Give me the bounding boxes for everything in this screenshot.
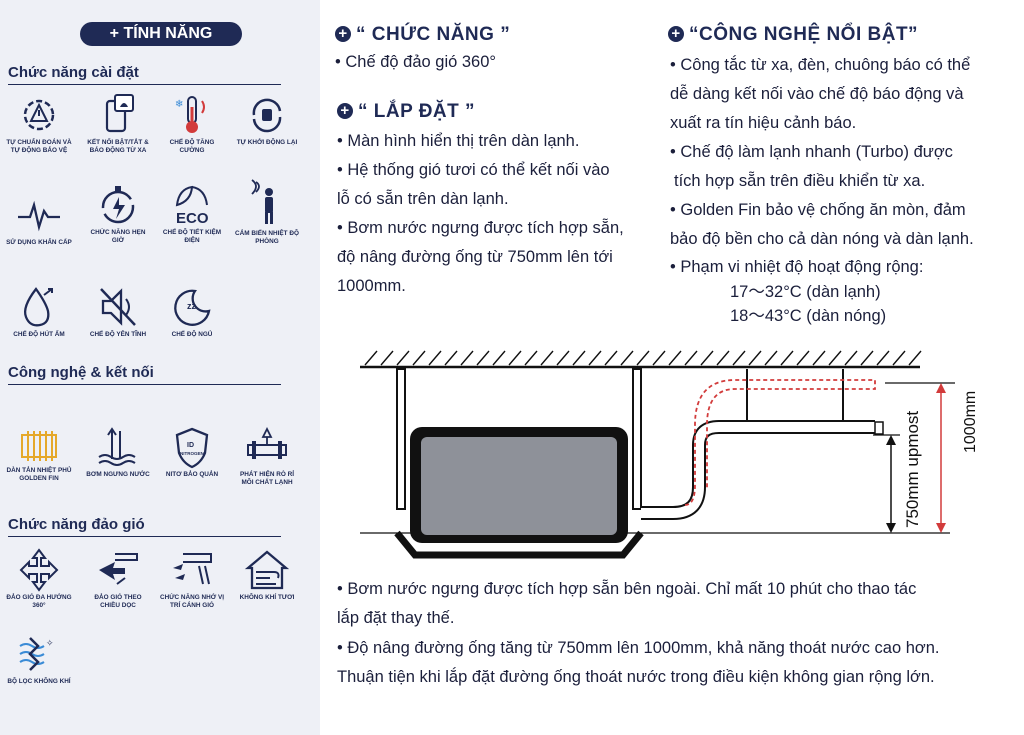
eco-icon: ECO: [175, 185, 209, 227]
hanger-rod: [396, 368, 406, 510]
pulse-icon: [18, 200, 60, 232]
heading-functions: +“ CHỨC NĂNG ”: [335, 24, 510, 46]
indoor-unit-body: [421, 437, 617, 535]
dimension-750: [873, 434, 900, 533]
feature-vertical-swing: ĐẢO GIÓ THEO CHIỀU DỌC: [85, 548, 151, 610]
svg-text:✧: ✧: [46, 639, 54, 649]
person-sensor-icon: [251, 179, 273, 224]
moon-zzz-icon: zz: [174, 289, 211, 326]
leak-detect-icon: [247, 426, 287, 459]
svg-text:ECO: ECO: [176, 210, 209, 227]
drain-pipe-end: [874, 421, 884, 435]
feature-golden-fin: DÀN TẢN NHIỆT PHỦ GOLDEN FIN: [6, 425, 72, 483]
feature-timer: CHỨC NĂNG HẸN GIỜ: [85, 183, 151, 245]
thermometer-icon: ❄: [175, 96, 205, 133]
heading-installation: +“ LẮP ĐẶT ”: [337, 101, 475, 123]
section-title-air-swing: Chức năng đảo gió: [8, 516, 145, 533]
ceiling-hatch: [360, 350, 922, 369]
svg-text:zz: zz: [187, 301, 197, 311]
svg-text:ID: ID: [187, 442, 194, 449]
vertical-swing-icon: [99, 553, 138, 585]
droplet-icon: [23, 287, 53, 327]
dimension-1000: [885, 382, 955, 533]
restart-plug-icon: [252, 98, 282, 133]
bottom-text: • Bơm nước ngưng được tích hợp sẵn bên n…: [337, 580, 940, 686]
hanger-rod: [632, 368, 642, 510]
feature-sidebar: + TÍNH NĂNG Chức năng cài đặt Công nghệ …: [0, 0, 320, 735]
feature-boost-mode: ❄ CHẾ ĐỘ TĂNG CƯỜNG: [159, 93, 225, 155]
mute-speaker-icon: [100, 288, 136, 326]
feature-self-diagnosis: TỰ CHUẨN ĐOÁN VÀ TỰ ĐỘNG BẢO VỆ: [6, 93, 72, 155]
svg-text:NITROGEN: NITROGEN: [180, 451, 204, 456]
golden-fin-icon: [21, 431, 57, 461]
feature-room-sensor: CẢM BIẾN NHIỆT ĐỘ PHÒNG: [234, 178, 300, 246]
phone-alarm-icon: [105, 94, 134, 133]
vane-memory-icon: [173, 553, 212, 585]
svg-text:❄: ❄: [175, 99, 183, 110]
feature-nitrogen-storage: ID NITROGEN NITƠ BẢO QUẢN: [159, 425, 225, 479]
section-title-settings: Chức năng cài đặt: [8, 64, 139, 81]
air-filter-icon: ✧: [19, 637, 54, 671]
feature-air-filter: ✧ BỘ LỌC KHÔNG KHÍ: [6, 632, 72, 686]
indoor-unit-panel: [394, 530, 644, 559]
label-750mm: 750mm upmost: [903, 411, 922, 528]
feature-quiet-mode: CHẾ ĐỘ YÊN TĨNH: [85, 285, 151, 339]
highlight-tech-text: • Công tắc từ xa, đèn, chuông báo có thể…: [670, 56, 974, 325]
section-divider: [8, 536, 281, 537]
feature-condensate-pump: BƠM NGƯNG NƯỚC: [85, 425, 151, 479]
feature-emergency-use: SỬ DỤNG KHẨN CẤP: [6, 193, 72, 247]
functions-text: • Chế độ đảo gió 360°: [335, 53, 496, 71]
feature-dehumidify: CHẾ ĐỘ HÚT ẨM: [6, 285, 72, 339]
features-header: + TÍNH NĂNG: [80, 22, 242, 46]
section-divider: [8, 384, 281, 385]
feature-360-swing: ĐẢO GIÓ ĐA HƯỚNG 360°: [6, 548, 72, 610]
drain-pipe: [641, 422, 875, 518]
installation-diagram: 750mm upmost 1000mm: [360, 350, 979, 559]
heading-highlight-tech: +“CÔNG NGHỆ NỔI BẬT”: [668, 24, 918, 46]
section-title-technology: Công nghệ & kết nối: [8, 364, 154, 381]
drain-pipe-outline: [641, 420, 875, 520]
timer-icon: [101, 186, 135, 224]
feature-remote-alarm: KẾT NỐI BẬT/TẮT & BÁO ĐỘNG TỪ XA: [85, 93, 151, 155]
plus-circle-icon: +: [335, 26, 351, 42]
feature-sleep-mode: zz CHẾ ĐỘ NGỦ: [159, 285, 225, 339]
feature-leak-detection: PHÁT HIỆN RÒ RỈ MÔI CHẤT LẠNH: [234, 425, 300, 487]
arrows-360-icon: [19, 548, 59, 592]
fresh-air-house-icon: [244, 550, 290, 590]
feature-fresh-air: KHÔNG KHÍ TƯƠI: [234, 548, 300, 602]
gear-warning-icon: [23, 99, 55, 131]
label-1000mm: 1000mm: [962, 391, 979, 453]
installation-text: • Màn hình hiển thị trên dàn lạnh. • Hệ …: [337, 132, 624, 295]
raised-pipe-dashed: [684, 379, 876, 506]
feature-auto-restart: TỰ KHỞI ĐỘNG LẠI: [234, 93, 300, 147]
plus-circle-icon: +: [337, 103, 353, 119]
plus-circle-icon: +: [668, 26, 684, 42]
section-divider: [8, 84, 281, 85]
feature-eco-mode: ECO CHẾ ĐỘ TIẾT KIỆM ĐIỆN: [159, 183, 225, 245]
nitrogen-shield-icon: ID NITROGEN: [175, 427, 209, 469]
water-pump-icon: [98, 427, 136, 466]
feature-vane-memory: CHỨC NĂNG NHỚ VỊ TRÍ CÁNH GIÓ: [159, 548, 225, 610]
